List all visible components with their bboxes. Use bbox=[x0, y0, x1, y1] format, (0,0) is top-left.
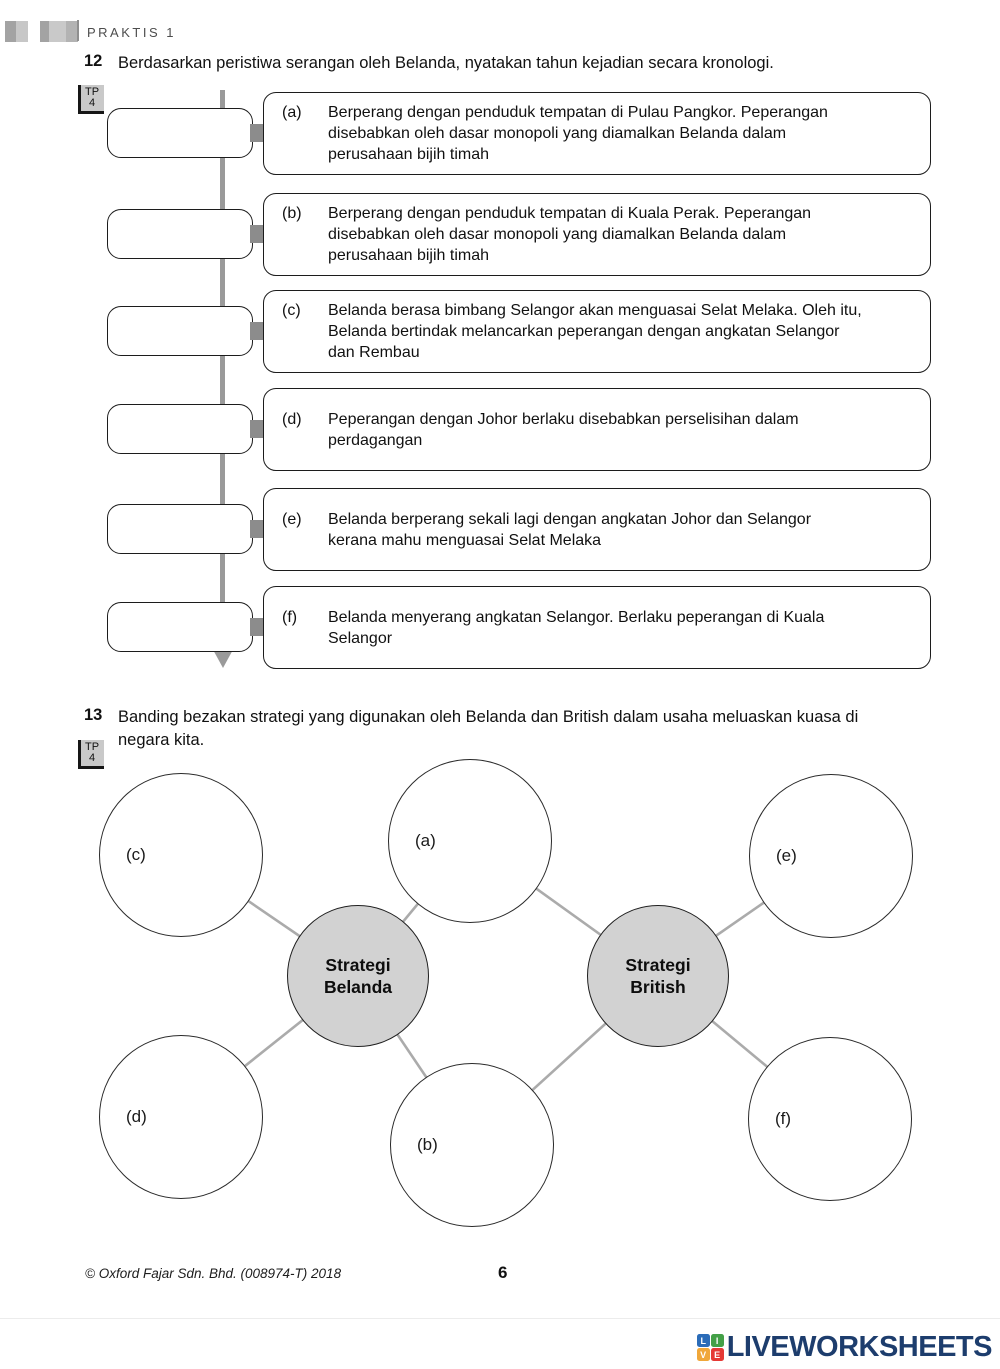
event-label: (f) bbox=[282, 608, 298, 626]
connector-square bbox=[250, 322, 266, 340]
hub-strategi-british: Strategi British bbox=[587, 905, 729, 1047]
circle-label: (e) bbox=[776, 846, 797, 865]
q12-question-text: Berdasarkan peristiwa serangan oleh Bela… bbox=[118, 54, 774, 72]
q13-answer-circle-a[interactable]: (a) bbox=[388, 759, 552, 923]
q12-event-box-a: (a) Berperang dengan penduduk tempatan d… bbox=[263, 92, 931, 175]
copyright-notice: © Oxford Fajar Sdn. Bhd. (008974-T) 2018 bbox=[85, 1266, 342, 1281]
q13-number: 13 bbox=[84, 706, 103, 724]
hub-strategi-belanda: Strategi Belanda bbox=[287, 905, 429, 1047]
tp-badge-bottom: 4 bbox=[88, 97, 96, 109]
q13-answer-circle-f[interactable]: (f) bbox=[748, 1037, 912, 1201]
timeline-line bbox=[220, 90, 225, 648]
liveworksheets-logo[interactable]: L I V E LIVEWORKSHEETS bbox=[696, 1331, 993, 1364]
liveworksheets-wordmark: LIVEWORKSHEETS bbox=[726, 1331, 993, 1363]
q12-answer-box-2[interactable] bbox=[107, 209, 253, 259]
event-label: (c) bbox=[282, 302, 301, 319]
q12-event-box-e: (e) Belanda berperang sekali lagi dengan… bbox=[263, 488, 931, 571]
q12-answer-box-6[interactable] bbox=[107, 602, 253, 652]
tp-badge-top: TP bbox=[85, 741, 100, 753]
event-text: Belanda berperang sekali lagi dengan ang… bbox=[328, 510, 812, 549]
connector-square bbox=[250, 520, 266, 538]
q12-event-box-d: (d) Peperangan dengan Johor berlaku dise… bbox=[263, 388, 931, 471]
logo-tile-i: I bbox=[710, 1334, 724, 1347]
q13-answer-circle-c[interactable]: (c) bbox=[99, 773, 263, 937]
hub-label-line: Strategi bbox=[325, 955, 391, 975]
event-text: Berperang dengan penduduk tempatan di Pu… bbox=[328, 104, 828, 163]
footer-divider bbox=[0, 1318, 1000, 1319]
logo-tile-l: L bbox=[696, 1334, 710, 1347]
q12-answer-box-3[interactable] bbox=[107, 306, 253, 356]
q12-answer-box-1[interactable] bbox=[107, 108, 253, 158]
event-text: Berperang dengan penduduk tempatan di Ku… bbox=[328, 205, 812, 264]
circle-label: (f) bbox=[775, 1109, 792, 1128]
q12-tp-badge: TP 4 bbox=[78, 85, 105, 114]
logo-tile-v: V bbox=[696, 1348, 710, 1361]
event-label: (e) bbox=[282, 510, 302, 528]
q13-tp-badge: TP 4 bbox=[78, 740, 105, 769]
page-number: 6 bbox=[498, 1263, 508, 1282]
q12-event-box-f: (f) Belanda menyerang angkatan Selangor.… bbox=[263, 586, 931, 669]
event-text: Belanda menyerang angkatan Selangor. Ber… bbox=[328, 608, 825, 647]
connector-square bbox=[250, 124, 266, 142]
q12-number: 12 bbox=[84, 52, 103, 70]
q13-answer-circle-d[interactable]: (d) bbox=[99, 1035, 263, 1199]
circle-label: (b) bbox=[417, 1135, 438, 1154]
hub-label-line: Strategi bbox=[625, 955, 691, 975]
hub-label-line: Belanda bbox=[323, 977, 393, 997]
q13-comparison-diagram: (c) (a) (e) (d) (b) (f) Strategi Belanda… bbox=[0, 755, 1000, 1235]
header-divider bbox=[77, 20, 79, 41]
connector-square bbox=[250, 618, 266, 636]
tp-badge-top: TP bbox=[85, 86, 100, 98]
q12-answer-box-4[interactable] bbox=[107, 404, 253, 454]
logo-tile-e: E bbox=[710, 1348, 724, 1361]
event-text: Peperangan dengan Johor berlaku disebabk… bbox=[328, 410, 799, 449]
connector-square bbox=[250, 225, 266, 243]
circle-label: (c) bbox=[126, 845, 146, 864]
q13-answer-circle-e[interactable]: (e) bbox=[749, 774, 913, 938]
circle-label: (a) bbox=[415, 831, 436, 850]
event-text: Belanda berasa bimbang Selangor akan men… bbox=[328, 302, 862, 361]
tp-badge-bottom: 4 bbox=[88, 752, 96, 764]
circle-label: (d) bbox=[126, 1107, 147, 1126]
event-label: (b) bbox=[282, 205, 302, 222]
q13-question-text: Banding bezakan strategi yang digunakan … bbox=[118, 708, 859, 749]
q12-answer-box-5[interactable] bbox=[107, 504, 253, 554]
hub-label-line: British bbox=[630, 977, 686, 997]
event-label: (d) bbox=[282, 410, 302, 428]
q12-event-box-c: (c) Belanda berasa bimbang Selangor akan… bbox=[263, 290, 931, 373]
header-series-label: PRAKTIS 1 bbox=[87, 25, 176, 40]
corner-decoration bbox=[5, 21, 78, 42]
deco-block-group-1 bbox=[5, 21, 28, 42]
q12-event-box-b: (b) Berperang dengan penduduk tempatan d… bbox=[263, 193, 931, 276]
connector-square bbox=[250, 420, 266, 438]
q13-answer-circle-b[interactable]: (b) bbox=[390, 1063, 554, 1227]
liveworksheets-logo-icon: L I V E bbox=[696, 1334, 724, 1361]
deco-block-group-2 bbox=[40, 21, 78, 42]
event-label: (a) bbox=[282, 104, 302, 121]
